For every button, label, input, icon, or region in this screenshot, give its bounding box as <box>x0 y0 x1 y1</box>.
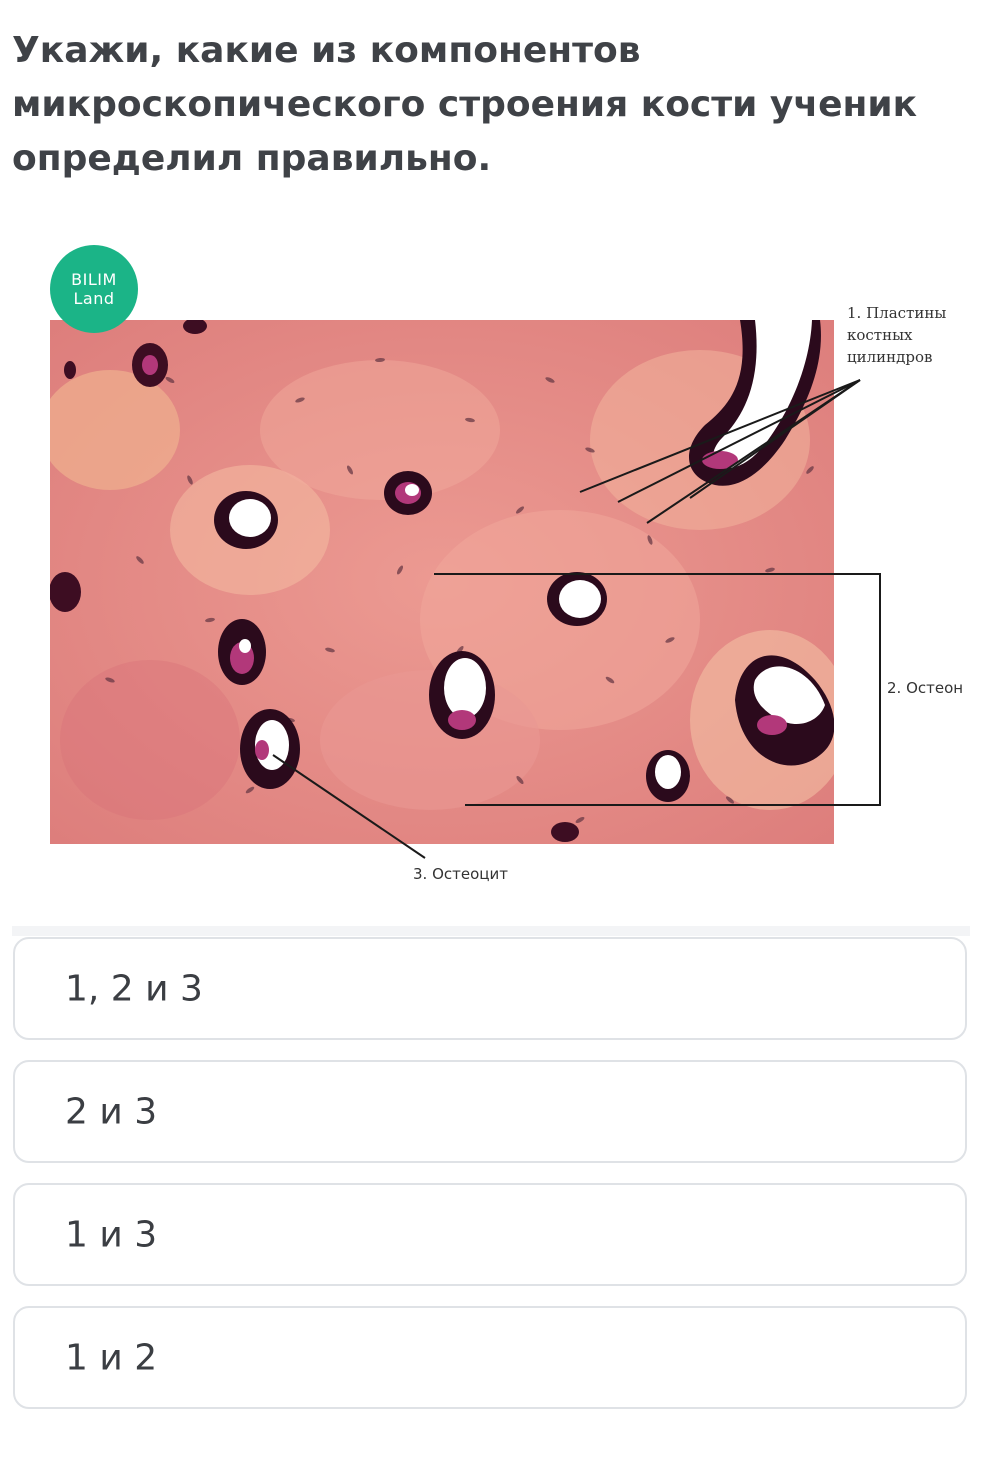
logo-line-1: BILIM <box>71 270 117 289</box>
label-osteocyte: 3. Остеоцит <box>413 865 508 883</box>
answer-option-label: 2 и 3 <box>65 1091 158 1132</box>
answer-option-4[interactable]: 1 и 2 <box>13 1306 967 1409</box>
answer-option-2[interactable]: 2 и 3 <box>13 1060 967 1163</box>
answer-option-label: 1, 2 и 3 <box>65 968 203 1009</box>
question-text: Укажи, какие из компонентов микроскопиче… <box>12 30 918 179</box>
label-osteon: 2. Остеон <box>887 679 964 697</box>
bilim-land-logo: BILIM Land <box>50 245 138 333</box>
bone-micrograph-figure: BILIM Land <box>0 230 987 930</box>
divider <box>12 926 970 936</box>
answer-option-label: 1 и 3 <box>65 1214 158 1255</box>
answer-option-label: 1 и 2 <box>65 1337 158 1378</box>
answer-option-1[interactable]: 1, 2 и 3 <box>13 937 967 1040</box>
tissue-patch <box>260 360 500 500</box>
label-lamellae: 1. Пластины костных цилиндров <box>847 304 947 366</box>
answer-option-3[interactable]: 1 и 3 <box>13 1183 967 1286</box>
tissue-patch <box>60 660 240 820</box>
micrograph-image <box>50 320 834 844</box>
logo-line-2: Land <box>73 289 115 308</box>
tissue-patch <box>50 370 180 490</box>
